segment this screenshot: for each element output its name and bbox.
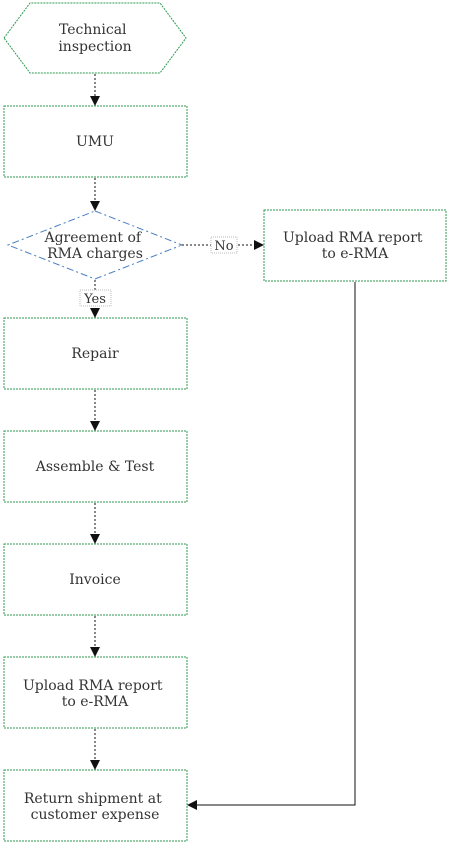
no-label: No <box>214 239 233 254</box>
umu-node <box>3 105 188 178</box>
invoice-label: Invoice <box>69 572 121 588</box>
yes-label: Yes <box>83 292 106 307</box>
yes-label-box <box>79 289 112 307</box>
assemble-node <box>3 430 188 503</box>
repair-label: Repair <box>71 346 119 362</box>
start-node <box>3 2 187 74</box>
repair-node <box>3 317 188 390</box>
start-label: Technical inspection <box>58 22 131 55</box>
upload-side-node <box>263 209 447 282</box>
upload-main-label: Upload RMA report to e-RMA <box>23 678 167 710</box>
decision-label: Agreement of RMA charges <box>43 230 145 262</box>
umu-label: UMU <box>76 134 114 150</box>
no-label-box <box>210 236 238 254</box>
arrow-upload-side-return <box>187 282 356 810</box>
return-node <box>3 769 188 842</box>
upload-main-node <box>3 656 188 729</box>
invoice-node <box>3 543 188 616</box>
upload-side-label: Upload RMA report to e-RMA <box>283 230 427 262</box>
return-label: Return shipment at customer expense <box>24 791 166 823</box>
decision-node <box>6 210 184 280</box>
assemble-label: Assemble & Test <box>35 459 155 475</box>
